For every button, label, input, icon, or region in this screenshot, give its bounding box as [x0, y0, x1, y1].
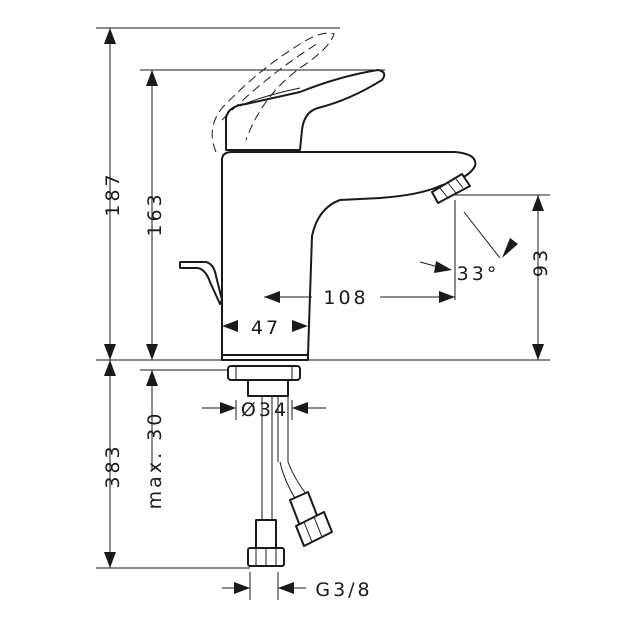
dim-187-label: 187 — [102, 171, 124, 216]
lever-alternate-position — [211, 32, 335, 153]
dim-383-label: 383 — [102, 443, 124, 488]
dim-angle-33-label: 33° — [457, 263, 500, 285]
dim-108-label: 108 — [323, 287, 368, 309]
dim-163-label: 163 — [144, 191, 166, 236]
dim-diameter-34-label: Ø34 — [241, 399, 289, 421]
dim-93-label: 93 — [530, 247, 552, 277]
dimension-lines — [104, 28, 544, 594]
dim-g38-label: G3/8 — [315, 579, 372, 601]
dim-47-label: 47 — [251, 317, 281, 339]
dimension-labels: 187 163 383 max. 30 93 108 47 Ø34 G3/8 3… — [102, 171, 552, 601]
faucet-body — [179, 69, 477, 361]
extension-lines — [96, 27, 550, 600]
dim-max30-label: max. 30 — [144, 411, 166, 510]
below-deck-assembly — [227, 365, 333, 567]
